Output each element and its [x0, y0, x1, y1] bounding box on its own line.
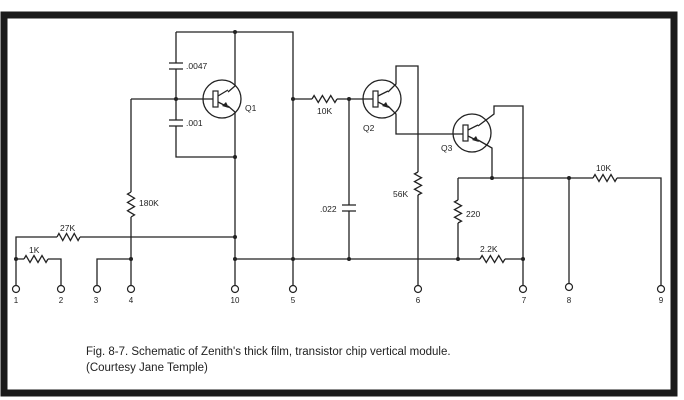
figure-caption: Fig. 8-7. Schematic of Zenith's thick fi…	[86, 344, 451, 376]
terminal-label-3: 3	[94, 296, 99, 305]
transistor-q3	[452, 113, 492, 153]
caption-line-1: Fig. 8-7. Schematic of Zenith's thick fi…	[86, 346, 451, 358]
terminal-label-9: 9	[659, 296, 664, 305]
label-c3: .022	[320, 204, 337, 214]
label-r-56k: 56K	[393, 189, 408, 199]
terminal-label-8: 8	[567, 296, 572, 305]
label-r-10k-a: 10K	[317, 106, 332, 116]
label-q3: Q3	[441, 143, 453, 153]
resistor-27k	[56, 232, 81, 242]
terminal-label-7: 7	[522, 296, 527, 305]
figure-frame	[0, 11, 678, 397]
terminal-label-6: 6	[416, 296, 421, 305]
capacitor-c3	[342, 204, 356, 212]
label-q1: Q1	[245, 103, 257, 113]
resistor-1k	[23, 254, 49, 264]
resistor-2-2k	[479, 254, 506, 264]
terminal-circles	[11, 282, 666, 294]
junction-dots	[14, 30, 571, 261]
caption-line-2: (Courtesy Jane Temple)	[86, 362, 208, 374]
label-c1: .0047	[186, 61, 208, 71]
terminal-label-5: 5	[291, 296, 296, 305]
resistor-220	[453, 199, 463, 224]
resistor-10k-a	[311, 94, 338, 104]
terminal-label-4: 4	[129, 296, 134, 305]
label-r-1k: 1K	[29, 245, 40, 255]
terminal-label-10: 10	[231, 296, 240, 305]
label-r-180k: 180K	[139, 198, 159, 208]
capacitor-c2	[169, 119, 183, 127]
label-r-2-2k: 2.2K	[480, 244, 498, 254]
wires	[15, 31, 662, 286]
resistor-56k	[413, 171, 423, 196]
resistor-180k	[126, 191, 136, 218]
terminal-label-1: 1	[14, 296, 19, 305]
label-q2: Q2	[363, 123, 375, 133]
resistor-10k-b	[592, 173, 618, 183]
transistor-q1	[202, 79, 242, 119]
capacitor-c1	[169, 62, 183, 70]
label-r-220: 220	[466, 209, 480, 219]
label-c2: .001	[186, 118, 203, 128]
label-r-10k-b: 10K	[596, 163, 611, 173]
label-r-27k: 27K	[60, 223, 75, 233]
transistor-q2	[362, 79, 402, 119]
terminal-label-2: 2	[59, 296, 64, 305]
